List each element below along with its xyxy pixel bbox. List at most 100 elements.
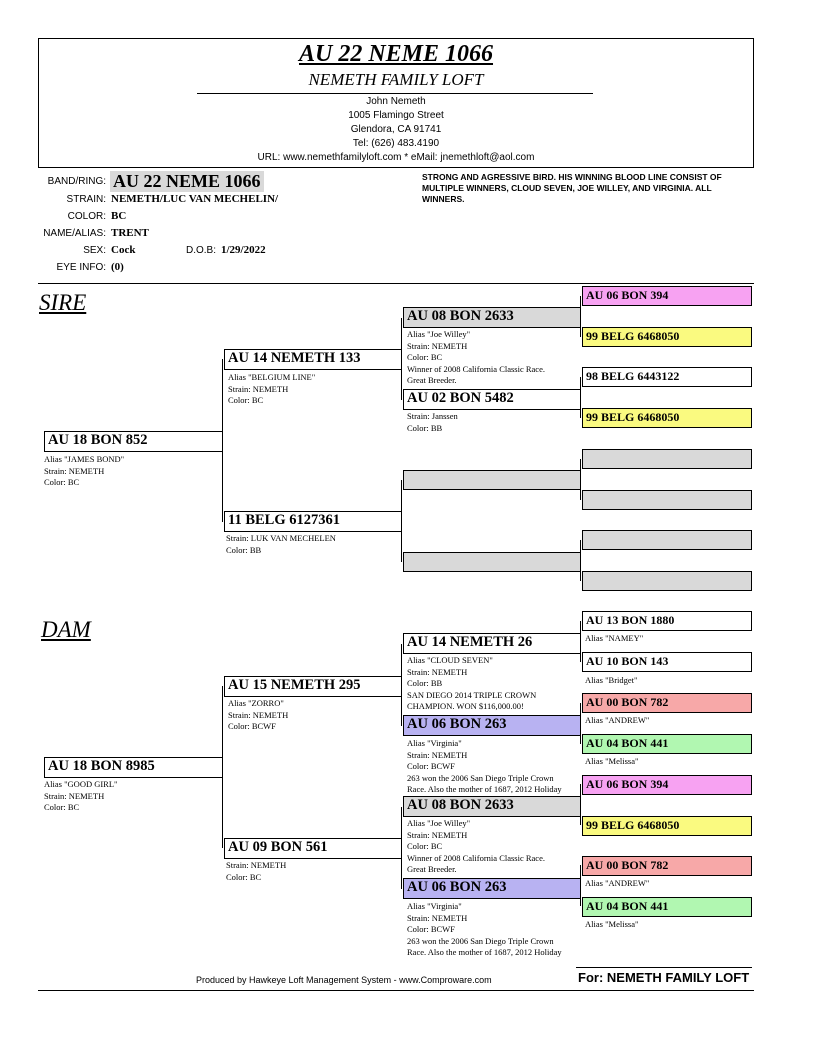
footer-for-loft: For: NEMETH FAMILY LOFT	[578, 970, 750, 985]
owner-name: John Nemeth	[366, 96, 426, 107]
strain-value: NEMETH/LUC VAN MECHELIN/	[111, 193, 279, 205]
pedigree-g4-5[interactable]: AU 06 BON 394	[582, 775, 752, 795]
pedigree-dam-dam[interactable]: AU 09 BON 561	[224, 838, 402, 859]
sex-value: Cock	[111, 244, 136, 256]
dam-dam-details: Strain: NEMETH Color: BC	[226, 860, 286, 883]
pedigree-sds[interactable]: 98 BELG 6443122	[582, 367, 752, 387]
pedigree-dds[interactable]: AU 08 BON 2633	[403, 796, 581, 817]
bird-notes: STRONG AND AGRESSIVE BIRD. HIS WINNING B…	[422, 172, 722, 204]
dob-label: D.O.B:	[186, 245, 217, 256]
pedigree-sire-dam[interactable]: 11 BELG 6127361	[224, 511, 402, 532]
sire-details: Alias "JAMES BOND" Strain: NEMETH Color:…	[44, 454, 124, 489]
color-value: BC	[111, 210, 127, 222]
dam-strain: Strain: NEMETH	[44, 790, 105, 801]
pedigree-dss[interactable]: AU 14 NEMETH 26	[403, 633, 581, 654]
sire-strain: Strain: NEMETH	[44, 465, 105, 476]
pedigree-g4-1[interactable]: AU 13 BON 1880	[582, 611, 752, 631]
dam-sire-details: Alias "ZORRO" Strain: NEMETH Color: BCWF	[228, 698, 288, 733]
alias: Alias "BELGIUM LINE"	[228, 372, 316, 382]
dsd-details: Alias "Virginia" Strain: NEMETH Color: B…	[407, 738, 562, 796]
eye-value: (0)	[111, 261, 124, 273]
pedigree-sire-sire[interactable]: AU 14 NEMETH 133	[224, 349, 402, 370]
sire-color: Color: BC	[44, 477, 80, 487]
color: Color: BC	[407, 841, 443, 851]
pedigree-sire[interactable]: AU 18 BON 852	[44, 431, 223, 452]
color: Color: BB	[226, 544, 262, 555]
note: 263 won the 2006 San Diego Triple Crown	[407, 935, 554, 946]
dam-details: Alias "GOOD GIRL" Strain: NEMETH Color: …	[44, 779, 118, 814]
pedigree-sss[interactable]: AU 06 BON 394	[582, 286, 752, 306]
owner-phone: Tel: (626) 483.4190	[352, 138, 440, 149]
name-value: TRENT	[111, 227, 149, 239]
strain: Strain: NEMETH	[407, 749, 468, 760]
alias: Alias "Virginia"	[407, 901, 462, 911]
header-loft: NEMETH FAMILY LOFT	[308, 70, 484, 89]
footer-rule-short	[576, 967, 752, 968]
g4-2-alias: Alias "Bridget"	[585, 675, 638, 685]
strain: Strain: NEMETH	[407, 666, 468, 677]
footer-rule	[38, 990, 754, 991]
ss-details: Alias "Joe Willey" Strain: NEMETH Color:…	[407, 329, 545, 387]
eye-label: EYE INFO:	[56, 262, 106, 273]
pedigree-ssd[interactable]: 99 BELG 6468050	[582, 327, 752, 347]
color: Color: BC	[407, 352, 443, 362]
sex-label: SEX:	[83, 245, 106, 256]
pedigree-g4-6[interactable]: 99 BELG 6468050	[582, 816, 752, 836]
strain: Strain: NEMETH	[407, 829, 468, 840]
note: Great Breeder.	[407, 375, 457, 385]
pedigree-empty-slot[interactable]	[403, 552, 581, 572]
pedigree-g4-7[interactable]: AU 00 BON 782	[582, 856, 752, 876]
note: Winner of 2008 California Classic Race.	[407, 852, 545, 863]
strain: Strain: NEMETH	[407, 912, 468, 923]
alias: Alias "Joe Willey"	[407, 329, 471, 339]
pedigree-g4-4[interactable]: AU 04 BON 441	[582, 734, 752, 754]
g4-4-alias: Alias "Melissa"	[585, 756, 639, 766]
strain: Strain: NEMETH	[228, 383, 289, 394]
pedigree-empty-slot[interactable]	[582, 530, 752, 550]
note: Great Breeder.	[407, 864, 457, 874]
color: Color: BC	[226, 871, 262, 882]
pedigree-g4-3[interactable]: AU 00 BON 782	[582, 693, 752, 713]
pedigree-sdd[interactable]: 99 BELG 6468050	[582, 408, 752, 428]
alias: Alias "Virginia"	[407, 738, 462, 748]
note: Race. Also the mother of 1687, 2012 Holi…	[407, 784, 562, 794]
dam-alias: Alias "GOOD GIRL"	[44, 779, 118, 789]
color: Color: BCWF	[407, 761, 455, 771]
pedigree-g4-8[interactable]: AU 04 BON 441	[582, 897, 752, 917]
header-divider	[197, 93, 593, 94]
color: Color: BC	[228, 395, 264, 405]
pedigree-ss[interactable]: AU 08 BON 2633	[403, 307, 581, 328]
pedigree-dam-sire[interactable]: AU 15 NEMETH 295	[224, 676, 402, 697]
color: Color: BB	[407, 678, 443, 688]
sd-details: Strain: Janssen Color: BB	[407, 411, 458, 434]
pedigree-empty-slot[interactable]	[582, 449, 752, 469]
pedigree-empty-slot[interactable]	[582, 490, 752, 510]
pedigree-g4-2[interactable]: AU 10 BON 143	[582, 652, 752, 672]
pedigree-sd[interactable]: AU 02 BON 5482	[403, 389, 581, 410]
pedigree-empty-slot[interactable]	[403, 470, 581, 490]
color: Color: BB	[407, 422, 443, 433]
g4-8-alias: Alias "Melissa"	[585, 919, 639, 929]
pedigree-dam[interactable]: AU 18 BON 8985	[44, 757, 223, 778]
note: Winner of 2008 California Classic Race.	[407, 363, 545, 374]
pedigree-ddd[interactable]: AU 06 BON 263	[403, 878, 581, 899]
sire-sire-details: Alias "BELGIUM LINE" Strain: NEMETH Colo…	[228, 372, 315, 407]
g4-7-alias: Alias "ANDREW"	[585, 878, 650, 888]
strain: Strain: LUK VAN MECHELEN	[226, 533, 336, 543]
name-label: NAME/ALIAS:	[43, 228, 106, 239]
g4-1-alias: Alias "NAMEY"	[585, 633, 644, 643]
g4-3-alias: Alias "ANDREW"	[585, 715, 650, 725]
strain: Strain: Janssen	[407, 411, 458, 421]
owner-street: 1005 Flamingo Street	[348, 110, 444, 121]
strain: Strain: NEMETH	[407, 340, 468, 351]
alias: Alias "Joe Willey"	[407, 818, 471, 828]
owner-url-email: URL: www.nemethfamilyloft.com * eMail: j…	[257, 152, 535, 163]
info-divider	[38, 283, 754, 284]
note: CHAMPION. WON $116,000.00!	[407, 701, 524, 711]
strain-label: STRAIN:	[66, 194, 106, 205]
pedigree-empty-slot[interactable]	[582, 571, 752, 591]
dds-details: Alias "Joe Willey" Strain: NEMETH Color:…	[407, 818, 545, 876]
ddd-details: Alias "Virginia" Strain: NEMETH Color: B…	[407, 901, 562, 959]
band-label: BAND/RING:	[47, 176, 106, 187]
pedigree-dsd[interactable]: AU 06 BON 263	[403, 715, 581, 736]
